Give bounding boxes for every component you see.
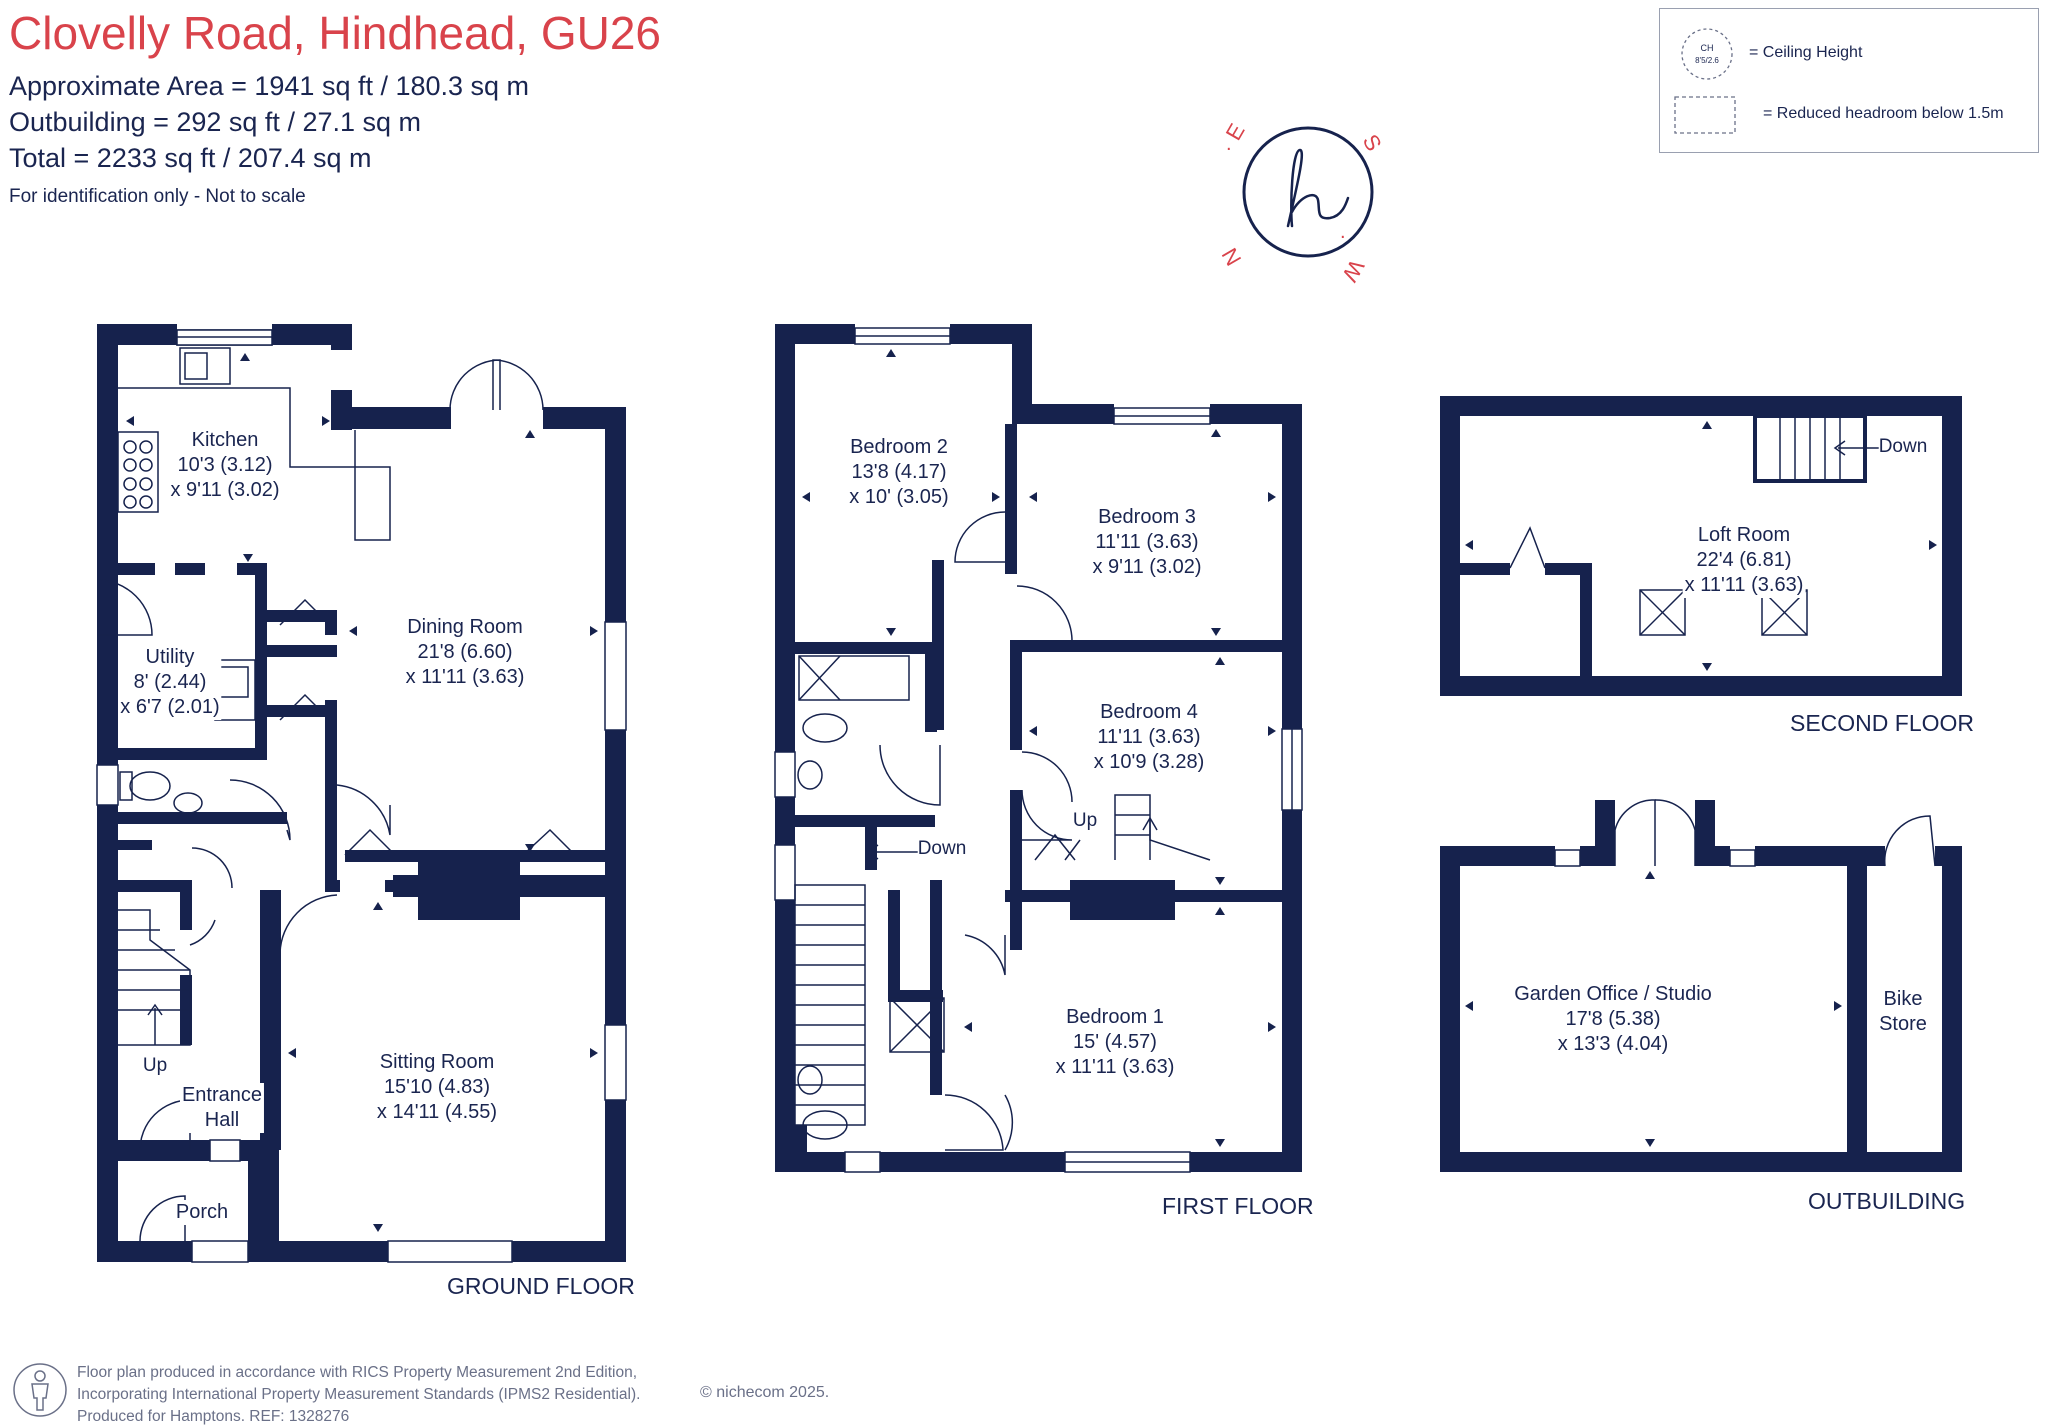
room-label-ground: Sitting Room 15'10 (4.83) x 14'11 (4.55) bbox=[374, 1050, 500, 1125]
room-name: Sitting Room bbox=[379, 1051, 495, 1073]
second-floor-details bbox=[1509, 414, 1880, 636]
reduced-headroom-icon bbox=[1674, 96, 1736, 134]
room-dimension: x 14'11 (4.55) bbox=[376, 1101, 498, 1123]
footer-line: Incorporating International Property Mea… bbox=[77, 1386, 641, 1403]
ceiling-height-icon bbox=[1681, 28, 1733, 80]
first-floor-details bbox=[774, 327, 1303, 1173]
room-dimension: x 10' (3.05) bbox=[849, 486, 949, 508]
room-dimension: x 11'11 (3.63) bbox=[405, 666, 525, 688]
room-name: Kitchen bbox=[191, 429, 259, 451]
room-name: Bedroom 4 bbox=[1100, 701, 1198, 723]
room-label-first: Bedroom 1 15' (4.57) x 11'11 (3.63) bbox=[1053, 1005, 1177, 1080]
stair-label: Up bbox=[142, 1055, 168, 1077]
room-name: Garden Office / Studio bbox=[1514, 983, 1712, 1005]
outbuilding-label: OUTBUILDING bbox=[1808, 1188, 1966, 1214]
room-dimension: x 9'11 (3.02) bbox=[170, 479, 280, 501]
property-title: Clovelly Road, Hindhead, GU26 bbox=[9, 7, 662, 59]
room-dimension: Hall bbox=[204, 1109, 240, 1131]
room-label-ground: Porch bbox=[173, 1200, 231, 1225]
svg-text:.: . bbox=[1226, 133, 1232, 155]
ipms-person-icon bbox=[13, 1363, 67, 1417]
room-dimension: 11'11 (3.63) bbox=[1097, 726, 1201, 748]
room-dimension: 17'8 (5.38) bbox=[1565, 1008, 1661, 1030]
room-name: Bedroom 2 bbox=[850, 436, 948, 458]
footer-line: Produced for Hamptons. REF: 1328276 bbox=[77, 1408, 350, 1425]
svg-text:N: N bbox=[1217, 244, 1247, 270]
room-name: Bedroom 1 bbox=[1066, 1006, 1164, 1028]
second-floor-label: SECOND FLOOR bbox=[1790, 710, 1975, 736]
stair-label: Up bbox=[1072, 810, 1098, 832]
first-floor-label: FIRST FLOOR bbox=[1162, 1193, 1314, 1219]
room-name: Bike bbox=[1883, 988, 1923, 1010]
room-dimension: 11'11 (3.63) bbox=[1095, 531, 1199, 553]
scale-disclaimer: For identification only - Not to scale bbox=[9, 186, 306, 207]
room-dimension: 21'8 (6.60) bbox=[417, 641, 513, 663]
room-name: Entrance bbox=[181, 1084, 263, 1106]
reduced-headroom-label: = Reduced headroom below 1.5m bbox=[1763, 105, 2004, 122]
room-dimension: Store bbox=[1879, 1013, 1927, 1035]
copyright: © nichecom 2025. bbox=[700, 1384, 830, 1401]
room-name: Dining Room bbox=[407, 616, 523, 638]
room-dimension: 15' (4.57) bbox=[1073, 1031, 1157, 1053]
approximate-area: Approximate Area = 1941 sq ft / 180.3 sq… bbox=[9, 71, 530, 101]
room-dimension: 15'10 (4.83) bbox=[383, 1076, 491, 1098]
room-dimension: x 9'11 (3.02) bbox=[1092, 556, 1202, 578]
footer-line: Floor plan produced in accordance with R… bbox=[77, 1364, 638, 1381]
outbuilding-plan bbox=[1440, 800, 1962, 1172]
dimension-markers bbox=[126, 349, 1937, 1232]
outbuilding-details bbox=[1554, 799, 1936, 867]
room-dimension: 13'8 (4.17) bbox=[851, 461, 947, 483]
footer-text: Floor plan produced in accordance with R… bbox=[77, 1362, 640, 1428]
ground-floor-details bbox=[96, 329, 627, 1263]
svg-text:S: S bbox=[1358, 130, 1387, 155]
room-name: Loft Room bbox=[1697, 524, 1791, 546]
room-name: Porch bbox=[175, 1201, 229, 1223]
room-dimension: x 11'11 (3.63) bbox=[1055, 1056, 1175, 1078]
svg-text:CH: CH bbox=[1701, 43, 1714, 53]
room-dimension: 10'3 (3.12) bbox=[177, 454, 273, 476]
ground-floor-label: GROUND FLOOR bbox=[447, 1273, 635, 1299]
legend-symbols: CH 8'5/2.6 bbox=[1674, 28, 1736, 134]
room-dimension: 8' (2.44) bbox=[133, 671, 207, 693]
compass-logo: E . S W . N bbox=[1217, 119, 1387, 286]
room-name: Bedroom 3 bbox=[1098, 506, 1196, 528]
room-label-ground: Dining Room 21'8 (6.60) x 11'11 (3.63) bbox=[403, 615, 527, 690]
room-label-first: Bedroom 3 11'11 (3.63) x 9'11 (3.02) bbox=[1090, 505, 1204, 580]
outbuilding-area: Outbuilding = 292 sq ft / 27.1 sq m bbox=[9, 107, 422, 137]
svg-text:.: . bbox=[1340, 221, 1346, 243]
room-label-second: Loft Room 22'4 (6.81) x 11'11 (3.63) bbox=[1682, 523, 1806, 598]
ceiling-height-label: = Ceiling Height bbox=[1749, 44, 1863, 61]
svg-text:W: W bbox=[1337, 256, 1369, 287]
room-dimension: x 10'9 (3.28) bbox=[1093, 751, 1205, 773]
room-label-ground: Kitchen 10'3 (3.12) x 9'11 (3.02) bbox=[168, 428, 282, 503]
room-label-ground: Utility 8' (2.44) x 6'7 (2.01) bbox=[118, 645, 222, 720]
room-name: Utility bbox=[145, 646, 195, 668]
room-dimension: x 13'3 (4.04) bbox=[1557, 1033, 1669, 1055]
logo-h-icon bbox=[1286, 148, 1350, 228]
room-label-first: Bedroom 2 13'8 (4.17) x 10' (3.05) bbox=[847, 435, 951, 510]
room-dimension: x 6'7 (2.01) bbox=[120, 696, 220, 718]
legend: CH 8'5/2.6 = Ceiling Height = Reduced he… bbox=[1659, 8, 2039, 153]
second-floor-plan bbox=[1440, 396, 1962, 696]
first-floor-plan bbox=[775, 324, 1302, 1172]
stair-label: Down bbox=[917, 838, 967, 860]
room-dimension: 22'4 (6.81) bbox=[1696, 549, 1792, 571]
room-label-first: Bedroom 4 11'11 (3.63) x 10'9 (3.28) bbox=[1091, 700, 1207, 775]
total-area: Total = 2233 sq ft / 207.4 sq m bbox=[9, 143, 372, 173]
svg-text:8'5/2.6: 8'5/2.6 bbox=[1695, 56, 1719, 65]
stair-label: Down bbox=[1878, 436, 1928, 458]
room-label-outbuilding: Garden Office / Studio 17'8 (5.38) x 13'3 … bbox=[1512, 982, 1714, 1057]
room-dimension: x 11'11 (3.63) bbox=[1684, 574, 1804, 596]
